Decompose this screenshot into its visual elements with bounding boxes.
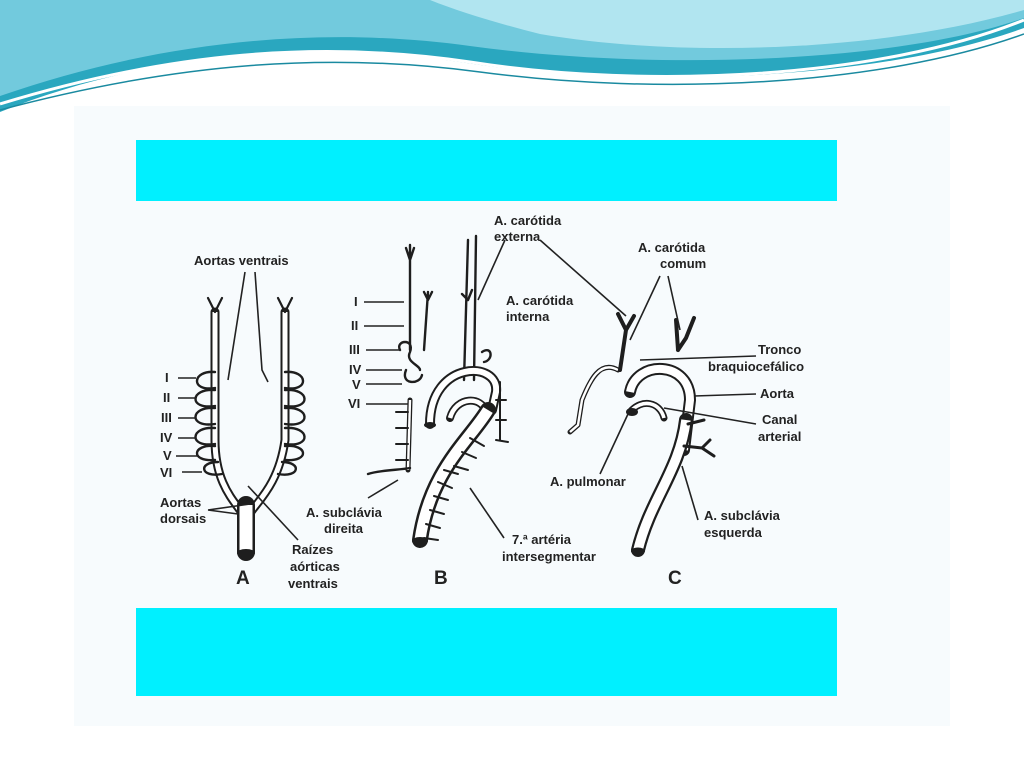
label-arteria-intersegmentar-2: intersegmentar xyxy=(502,549,596,564)
label-arch-b-2: II xyxy=(351,318,358,333)
label-arch-a-3: III xyxy=(161,410,172,425)
label-subclavia-esquerda-2: esquerda xyxy=(704,525,763,540)
panel-c-illustration xyxy=(567,275,757,557)
label-carotida-interna-2: interna xyxy=(506,309,550,324)
label-arch-b-6: VI xyxy=(348,396,360,411)
label-arch-a-1: I xyxy=(165,370,169,385)
panel-a-illustration xyxy=(176,271,306,561)
title-bar-bottom xyxy=(136,608,837,696)
label-aortas-dorsais-1: Aortas xyxy=(160,495,201,510)
label-carotida-comum-1: A. carótida xyxy=(638,240,706,255)
label-arch-a-4: IV xyxy=(160,430,173,445)
label-aortas-dorsais-2: dorsais xyxy=(160,511,206,526)
label-carotida-externa-1: A. carótida xyxy=(494,213,562,228)
label-subclavia-esquerda-1: A. subclávia xyxy=(704,508,781,523)
label-arch-b-1: I xyxy=(354,294,358,309)
label-subclavia-direita-2: direita xyxy=(324,521,364,536)
label-raizes-1: Raízes xyxy=(292,542,333,557)
label-aorta: Aorta xyxy=(760,386,795,401)
label-arch-b-3: III xyxy=(349,342,360,357)
panel-b-illustration xyxy=(364,234,627,548)
label-arch-a-2: II xyxy=(163,390,170,405)
panel-letter-a: A xyxy=(236,568,250,589)
label-carotida-externa-2: externa xyxy=(494,229,541,244)
label-raizes-2: aórticas xyxy=(290,559,340,574)
label-canal-1: Canal xyxy=(762,412,797,427)
label-raizes-3: ventrais xyxy=(288,576,338,591)
label-aortas-ventrais: Aortas ventrais xyxy=(194,253,289,268)
panel-letter-b: B xyxy=(434,568,448,589)
header-wave xyxy=(0,0,1024,112)
label-subclavia-direita-1: A. subclávia xyxy=(306,505,383,520)
label-carotida-interna-1: A. carótida xyxy=(506,293,574,308)
label-tronco-1: Tronco xyxy=(758,342,801,357)
label-arch-a-6: VI xyxy=(160,465,172,480)
label-arteria-intersegmentar-1: 7.ª artéria xyxy=(512,532,572,547)
panel-letter-c: C xyxy=(668,568,682,589)
label-arch-a-5: V xyxy=(163,448,172,463)
label-canal-2: arterial xyxy=(758,429,801,444)
title-bar-top xyxy=(136,140,837,201)
label-pulmonar: A. pulmonar xyxy=(550,474,626,489)
label-arch-b-5: V xyxy=(352,377,361,392)
label-arch-b-4: IV xyxy=(349,362,362,377)
label-carotida-comum-2: comum xyxy=(660,256,706,271)
label-tronco-2: braquiocefálico xyxy=(708,359,804,374)
